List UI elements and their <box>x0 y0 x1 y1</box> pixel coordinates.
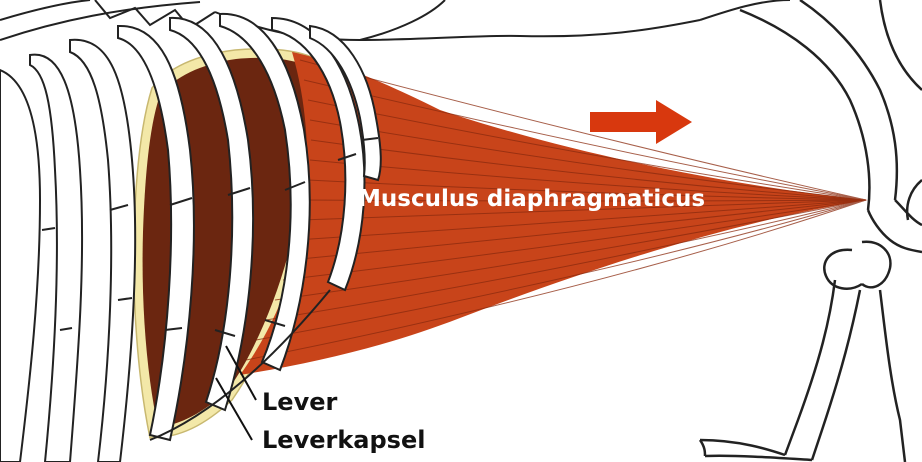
ribs <box>0 12 382 462</box>
muscle-shape <box>240 52 868 375</box>
costal-margin <box>149 289 331 441</box>
muscle-label: Musculus diaphragmaticus <box>358 186 706 212</box>
leader-lines <box>215 345 257 441</box>
arrow-right-icon <box>590 100 692 144</box>
rib-joints <box>41 137 379 337</box>
liver-capsule-label: Leverkapsel <box>262 426 426 454</box>
muscle-fibers <box>245 59 867 361</box>
pelvis-outline <box>698 0 922 462</box>
liver-label: Lever <box>262 388 338 416</box>
